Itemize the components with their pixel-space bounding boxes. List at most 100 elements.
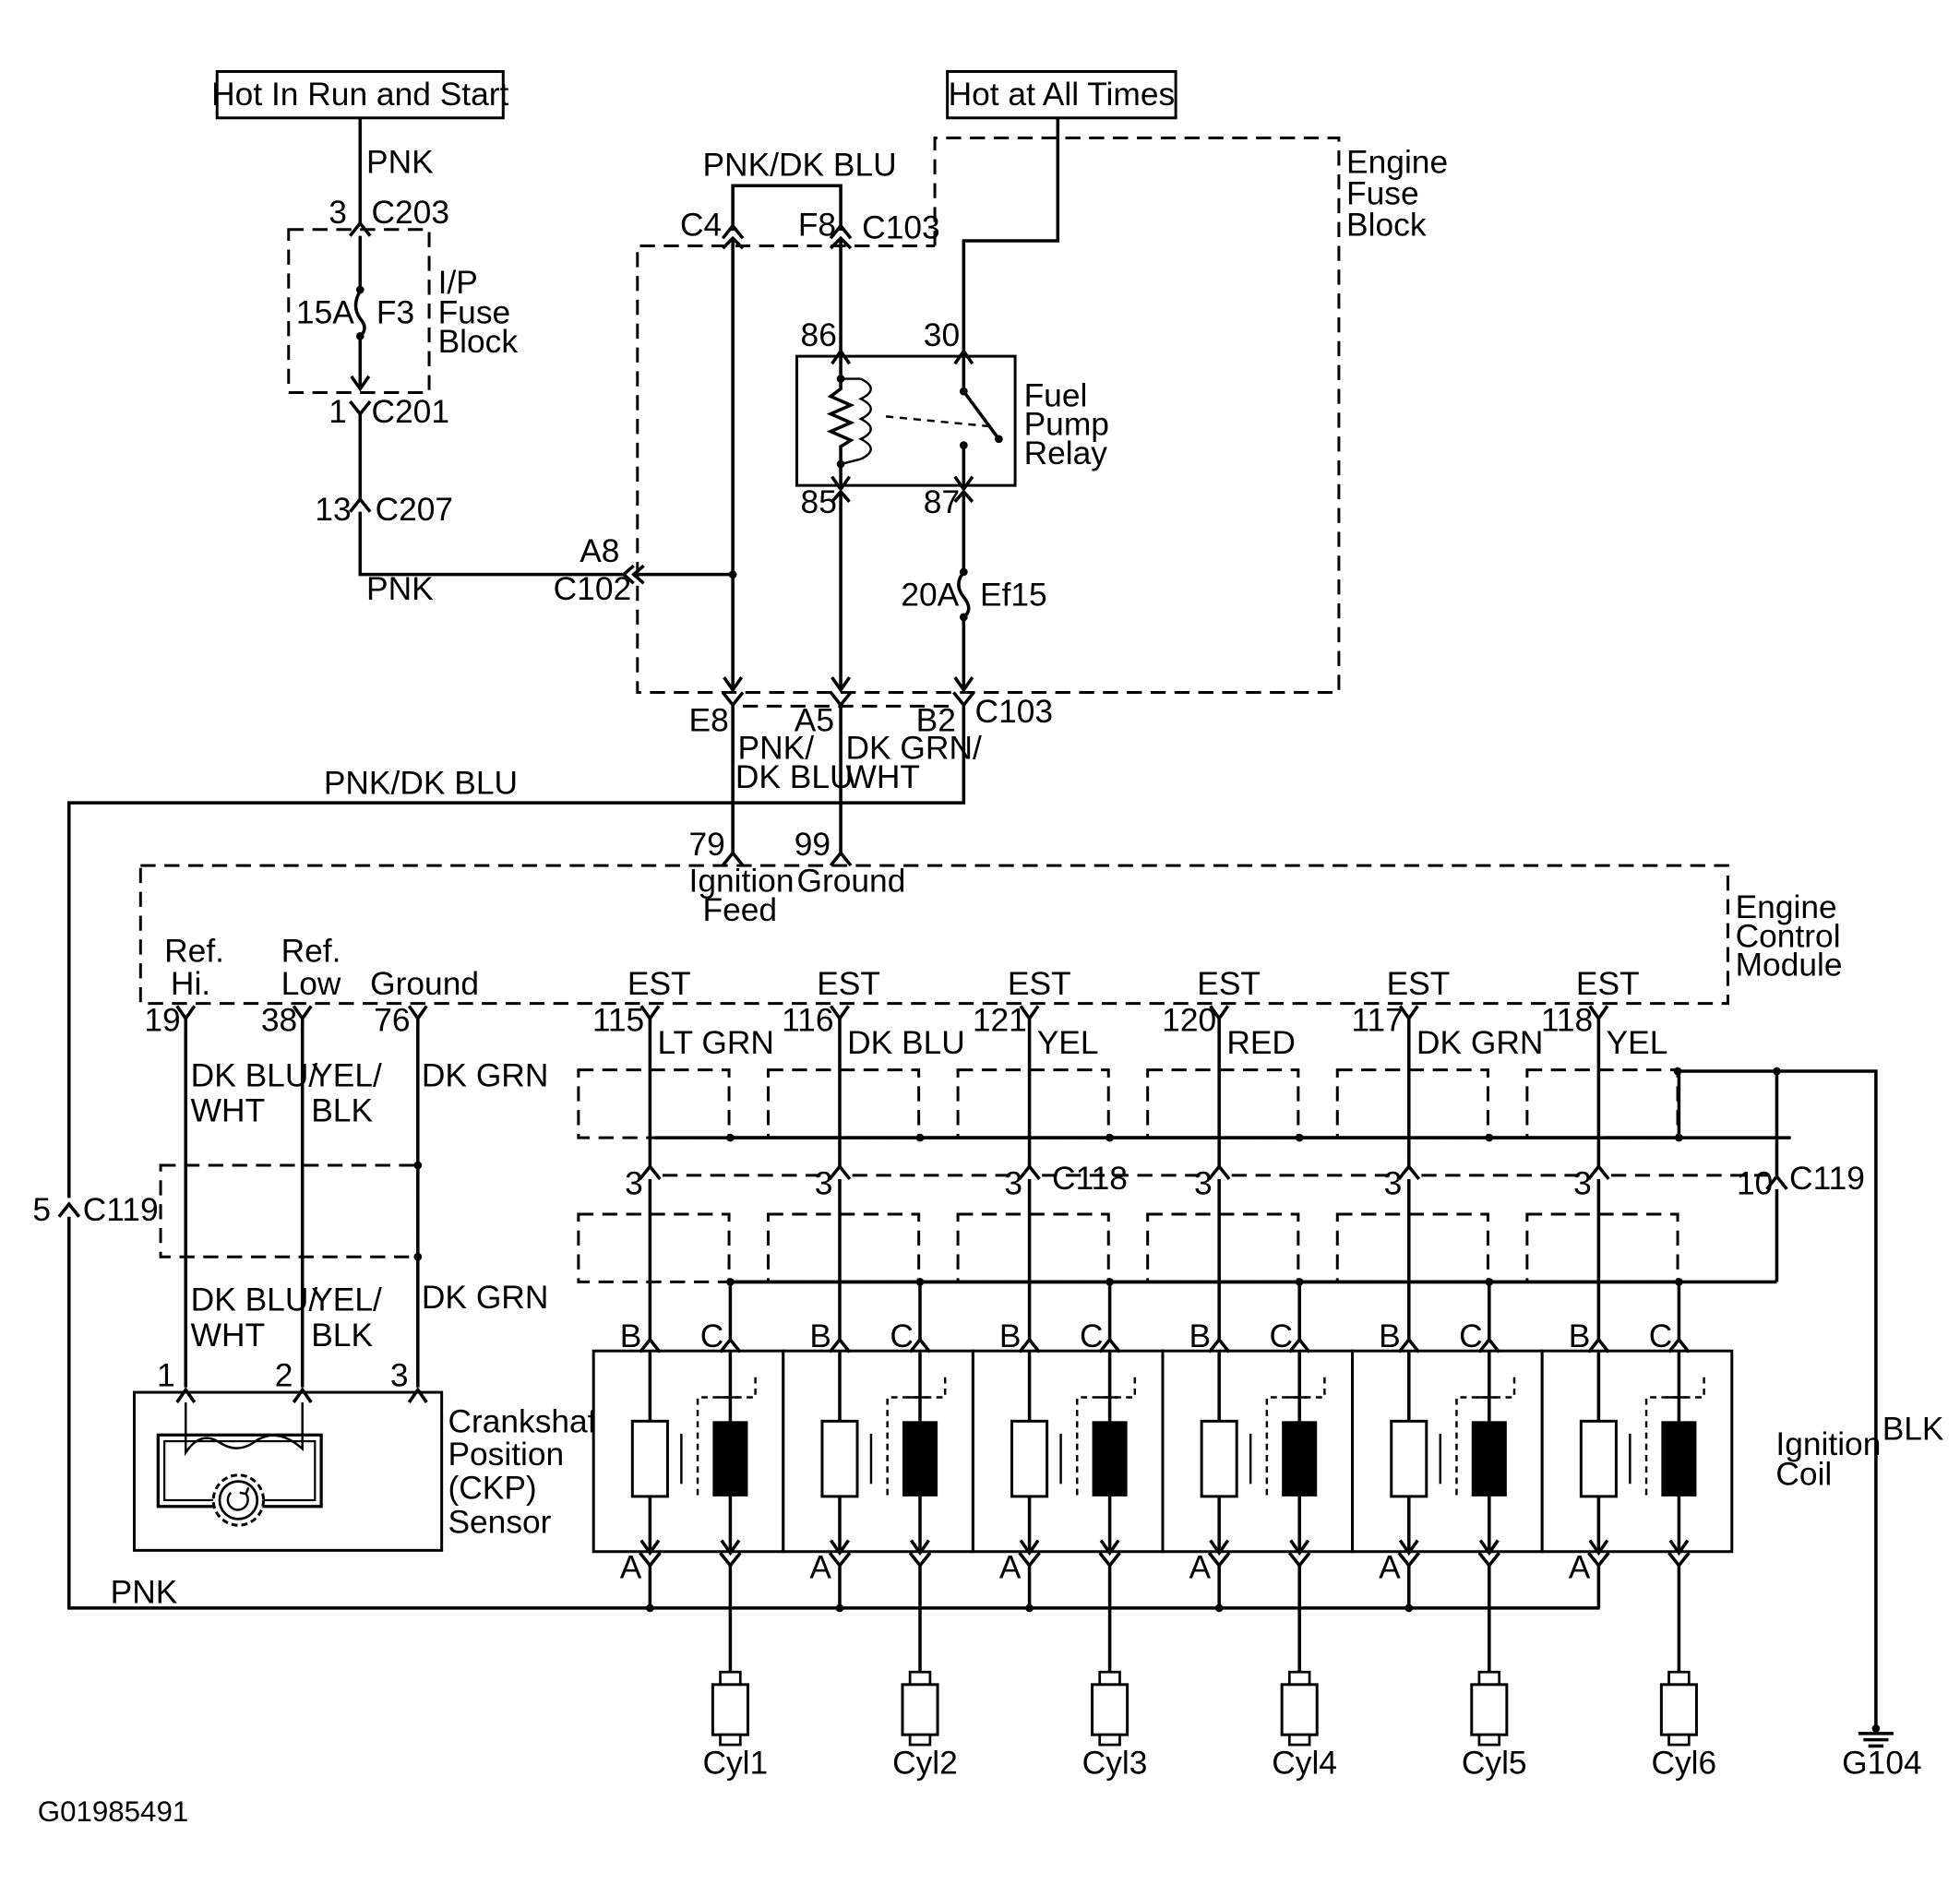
coil-pin-b-2: B xyxy=(809,1318,831,1354)
relay-label-2: Pump xyxy=(1024,407,1109,443)
c203-label: C203 xyxy=(371,195,449,231)
wire-label-yel-blk-2a: YEL/ xyxy=(311,1282,382,1318)
coil-pin-b-6: B xyxy=(1569,1318,1591,1354)
spark-plug-tip-1 xyxy=(719,1733,742,1747)
c119-right-pin: 10 xyxy=(1737,1165,1773,1201)
wire-label-dk-blu-wht-1b: WHT xyxy=(191,1092,265,1128)
f8-label: F8 xyxy=(798,208,836,244)
coil-pin-a-2: A xyxy=(809,1549,831,1585)
coil-c-connector-3 xyxy=(1098,1337,1121,1353)
shield-upper-5 xyxy=(1335,1068,1489,1139)
ecm-pin-79: 79 xyxy=(689,827,725,863)
primary-arrow-6 xyxy=(1588,1539,1609,1556)
coil-b-connector-6 xyxy=(1587,1337,1610,1353)
ecm-ignition-feed-2: Feed xyxy=(702,892,777,928)
relay-pin-87: 87 xyxy=(924,484,960,520)
coil-pin-b-5: B xyxy=(1379,1318,1401,1354)
engine-fuse-label-1: Engine xyxy=(1346,145,1448,181)
coil-pin-c-3: C xyxy=(1080,1318,1104,1354)
c119-left-pin: 5 xyxy=(32,1192,51,1228)
c103-pin-a5: A5 xyxy=(795,703,834,739)
ground-ref-g104: G104 xyxy=(1842,1745,1921,1781)
ecm-est-label-3: EST xyxy=(1008,966,1071,1002)
ecm-est-pin-4: 120 xyxy=(1162,1003,1216,1039)
ecm-ground-label: Ground xyxy=(796,864,905,900)
wire-label-yel-blk-1a: YEL/ xyxy=(311,1057,382,1093)
cylinder-label-5: Cyl5 xyxy=(1462,1745,1527,1781)
primary-winding-icon-2 xyxy=(820,1419,859,1498)
c118-pin-1: 3 xyxy=(625,1165,643,1201)
ecm-est-label-2: EST xyxy=(817,966,880,1002)
wire-label-dk-grn-1: DK GRN xyxy=(422,1057,548,1093)
ignition-coil-label-1: Ignition xyxy=(1775,1426,1881,1462)
connector-c102 xyxy=(631,564,645,585)
c207-pin: 13 xyxy=(315,492,351,528)
coil-pin-c-5: C xyxy=(1459,1318,1483,1354)
relay-coil-icon xyxy=(826,378,855,465)
coil-pin-a-1: A xyxy=(620,1549,642,1585)
engine-fuse-label-3: Block xyxy=(1346,208,1427,244)
engine-fuse-label-2: Fuse xyxy=(1346,176,1419,212)
engine-fuse-block: Engine Fuse Block PNK/DK BLU C4 F8 C103 … xyxy=(554,117,1448,694)
ip-fuse-block-label-3: Block xyxy=(438,324,519,360)
wire-label-pnk-dk-blu-left: PNK/DK BLU xyxy=(324,766,518,802)
shield-lower-1 xyxy=(577,1212,731,1283)
cylinder-label-6: Cyl6 xyxy=(1651,1745,1716,1781)
spark-plug-top-4 xyxy=(1287,1670,1311,1687)
wire-label-pnk-dk-blu-1: PNK/ xyxy=(738,731,815,767)
coil-pin-c-2: C xyxy=(890,1318,914,1354)
primary-winding-icon-3 xyxy=(1010,1419,1049,1498)
ecm-ground2-label: Ground xyxy=(370,966,479,1002)
spark-plug-icon-3 xyxy=(1091,1683,1129,1736)
connector-c207 xyxy=(349,496,372,513)
coil-c-connector-5 xyxy=(1477,1337,1501,1353)
primary-arrow-4 xyxy=(1209,1539,1230,1556)
ecm-pin-38: 38 xyxy=(261,1003,297,1039)
spark-plug-tip-5 xyxy=(1477,1733,1501,1747)
ignition-coil-6 xyxy=(1540,1349,1734,1554)
pnk-bus-dot-1 xyxy=(646,1604,654,1613)
c118-label: C118 xyxy=(1052,1161,1128,1197)
relay-label-1: Fuel xyxy=(1024,377,1088,413)
ip-fuse-block-label-2: Fuse xyxy=(438,295,511,331)
pnk-bus-dot-5 xyxy=(1404,1604,1414,1613)
coil-pin-b-4: B xyxy=(1189,1318,1212,1354)
hot-at-all-times-label: Hot at All Times xyxy=(949,77,1176,113)
shield-lower-3 xyxy=(956,1212,1110,1283)
ckp-circuit: DK BLU/ WHT YEL/ BLK DK GRN DK BLU/ WHT … xyxy=(133,1005,606,1552)
cylinder-label-3: Cyl3 xyxy=(1082,1745,1148,1781)
primary-winding-icon-5 xyxy=(1390,1419,1428,1498)
c201-label: C201 xyxy=(371,394,449,430)
hot-in-run-start-box: Hot In Run and Start xyxy=(211,69,509,120)
ip-fuse-section: PNK 3 C203 15A F3 I/P Fuse Block 1 C201 … xyxy=(287,117,624,607)
wire-label-pnk-top: PNK xyxy=(366,145,434,181)
c118-pin-4: 3 xyxy=(1194,1165,1213,1201)
ckp-label-1: Crankshaft xyxy=(448,1404,605,1440)
coil-pin-b-1: B xyxy=(620,1318,642,1354)
coil-pin-b-3: B xyxy=(999,1318,1022,1354)
secondary-arrow-1 xyxy=(720,1539,741,1556)
shield-upper-1 xyxy=(577,1068,731,1139)
spark-plug-icon-6 xyxy=(1659,1683,1698,1736)
secondary-winding-icon-5 xyxy=(1471,1421,1507,1496)
ignition-coil-3 xyxy=(971,1349,1165,1554)
ckp-label-2: Position xyxy=(448,1437,564,1473)
c103-pin-b2: B2 xyxy=(916,703,956,739)
fuse-f3-icon xyxy=(353,290,366,338)
spark-plug-tip-4 xyxy=(1287,1733,1311,1747)
secondary-winding-icon-4 xyxy=(1282,1421,1318,1496)
est-wire-color-3: YEL xyxy=(1037,1025,1099,1061)
left-c119: 5 C119 PNK xyxy=(32,1192,1600,1610)
spark-plug-tip-6 xyxy=(1667,1733,1691,1747)
shield-lower-4 xyxy=(1146,1212,1300,1283)
spark-plug-tip-3 xyxy=(1098,1733,1121,1747)
c203-pin: 3 xyxy=(329,195,347,231)
wire-label-dk-blu-wht-2b: WHT xyxy=(191,1318,265,1353)
ip-fuse-block-outline xyxy=(287,228,431,395)
c119-right-label: C119 xyxy=(1789,1161,1865,1197)
ecm-ref-hi-1: Ref. xyxy=(164,934,224,970)
coil-pin-a-5: A xyxy=(1379,1549,1401,1585)
relay-pin-86: 86 xyxy=(801,317,837,353)
cylinder-label-4: Cyl4 xyxy=(1272,1745,1337,1781)
wire-label-dk-blu-wht-1a: DK BLU/ xyxy=(191,1057,318,1093)
